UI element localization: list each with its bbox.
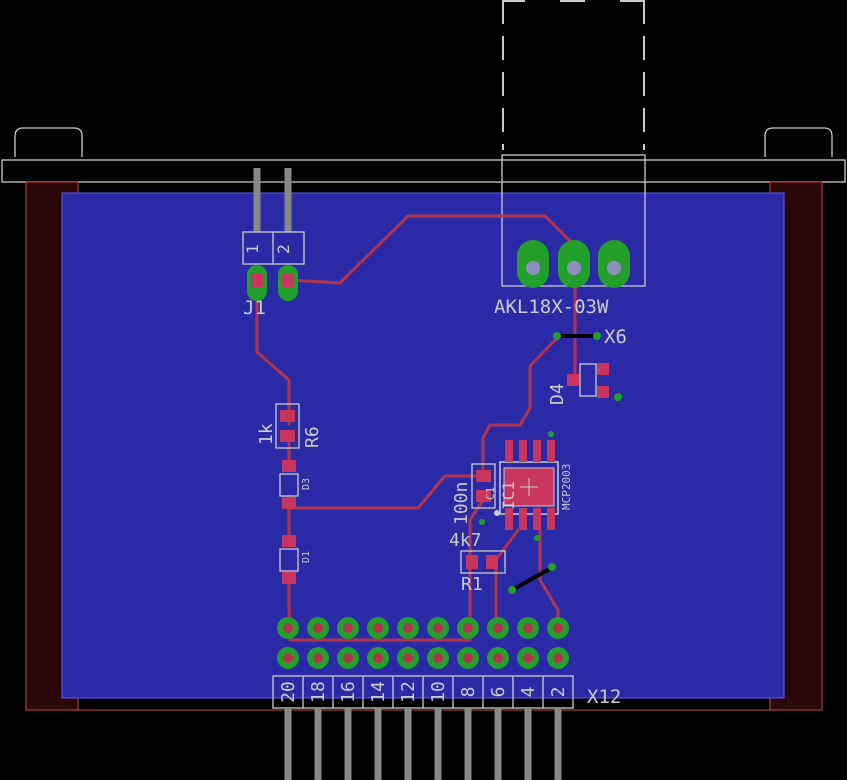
r6-name: R6	[302, 426, 323, 448]
x12-drill	[463, 623, 473, 633]
c1-value: 100n	[451, 482, 472, 525]
c1-capacitor: 100n C1	[451, 463, 497, 525]
r1-resistor: 4k7 R1	[449, 530, 556, 595]
x12-pin-label: 2	[548, 687, 569, 698]
x12-pin-label: 14	[368, 681, 389, 703]
x6-outline	[501, 0, 646, 287]
x12-drill	[523, 623, 533, 633]
j1-pin1-label: 1	[243, 244, 262, 254]
x12-drill	[403, 623, 413, 633]
d1-diode: D1	[279, 535, 312, 584]
d3-name: D3	[301, 478, 312, 490]
r1-value: 4k7	[449, 530, 482, 551]
j1-name: J1	[243, 297, 266, 319]
x12-pin-label: 6	[488, 687, 509, 698]
x12-pin-label: 18	[308, 681, 329, 703]
x12-pin-label: 20	[278, 681, 299, 703]
c1-name: C1	[484, 487, 497, 500]
x12-name: X12	[587, 686, 621, 708]
x12-drill	[403, 653, 413, 663]
x12-drill	[313, 653, 323, 663]
x12-drill	[553, 653, 563, 663]
ic-mcp2003: MCP2003 IC1	[494, 431, 573, 541]
x12-drill	[283, 653, 293, 663]
x12-pin-label: 10	[428, 681, 449, 703]
r6-resistor: 1k R6	[256, 403, 323, 449]
x6-name: X6	[604, 326, 627, 348]
d3-diode: D3	[279, 460, 312, 509]
x12-drill	[523, 653, 533, 663]
x12-drill	[493, 653, 503, 663]
x12-drill	[343, 623, 353, 633]
x12-drill	[463, 653, 473, 663]
ic-name: MCP2003	[560, 464, 573, 510]
j1-pin2-label: 2	[274, 244, 293, 254]
x12-drill	[343, 653, 353, 663]
x12-pin-label: 8	[458, 687, 479, 698]
d4-name: D4	[547, 383, 568, 405]
x12-drill	[283, 623, 293, 633]
d1-name: D1	[301, 551, 312, 563]
j1-connector: 1 2 J1	[242, 168, 305, 319]
x12-drill	[553, 623, 563, 633]
x12-drill	[433, 653, 443, 663]
x12-drill	[433, 623, 443, 633]
x6-value: AKL18X-03W	[494, 296, 609, 318]
d4-diode: D4	[547, 363, 622, 405]
r1-name: R1	[461, 574, 483, 595]
x12-drill	[373, 623, 383, 633]
x12-pin-label: 16	[338, 681, 359, 703]
x12-pin-label: 12	[398, 681, 419, 703]
ic-label: IC1	[499, 481, 518, 510]
x12-pin-label: 4	[518, 687, 539, 698]
x6-connector: AKL18X-03W X6	[494, 240, 630, 348]
x12-drill	[373, 653, 383, 663]
copper-pour	[62, 193, 784, 698]
r6-value: 1k	[256, 423, 277, 445]
x12-drill	[313, 623, 323, 633]
x12-drill	[493, 623, 503, 633]
